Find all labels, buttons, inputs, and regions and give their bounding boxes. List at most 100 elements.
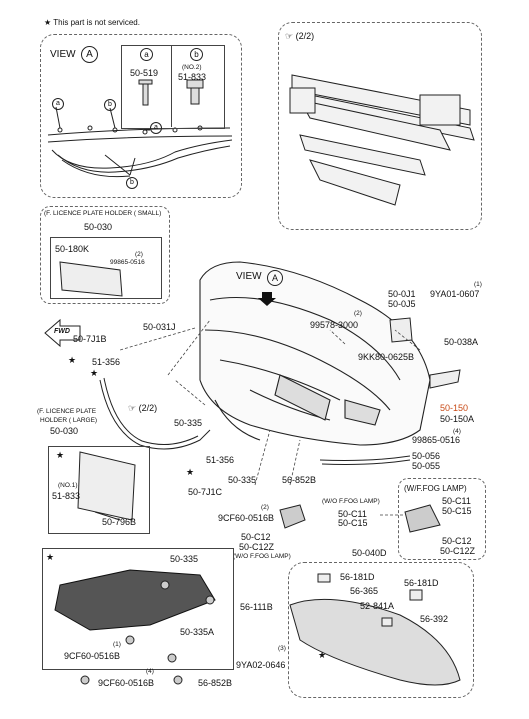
star-icon-356: ★ [90, 368, 99, 378]
plate-large-label-3: 50-030 [50, 426, 79, 436]
under-part-9CF60-b: 9CF60-0516B [98, 678, 155, 688]
part-50-335-b: 50-335 [228, 475, 257, 485]
part-50-055: 50-055 [412, 461, 441, 471]
under-part-56-111B: 56-111B [240, 602, 273, 612]
under-part-9YA02-0646: 9YA02-0646 [236, 660, 286, 670]
spoiler-part-56-392: 56-392 [420, 614, 449, 624]
spoiler-clips [317, 573, 423, 627]
part-99578-qty: (2) [354, 310, 362, 317]
fog-lamp-panel [398, 478, 486, 560]
side-bracket-right-drawing [389, 317, 461, 389]
fastener-col-b: b [190, 48, 203, 61]
part-50-0J5: 50-0J5 [388, 299, 416, 309]
part-50-180K: 50-180K [55, 244, 90, 254]
part-99865-0516: 99865-0516 [412, 435, 461, 445]
view-a-title: VIEW [50, 49, 76, 60]
plate-small-qty: (2) [135, 251, 143, 258]
under-cover-panel [42, 548, 234, 670]
callout-a-2: a [150, 122, 162, 134]
main-ref-22[interactable]: ☞ (2/2) [128, 403, 158, 413]
not-serviced-note: ★ This part is not serviced. [44, 18, 140, 27]
plate-large-label-2: HOLDER ( LARGE) [40, 417, 98, 424]
fwd-label: FWD [54, 328, 70, 335]
part-99865-qty: (4) [453, 428, 461, 435]
part-51-833: 51-833 [178, 72, 207, 82]
part-9CF60-qty: (2) [261, 504, 269, 511]
under-part-50-335: 50-335 [170, 554, 199, 564]
part-50-038A: 50-038A [444, 337, 479, 347]
callout-b-2: b [126, 177, 138, 189]
part-50-150: 50-150 [440, 403, 469, 413]
part-51-356-b: 51-356 [206, 455, 235, 465]
part-50-796B: 50-796B [102, 517, 137, 527]
main-view-label: VIEW [236, 271, 262, 282]
under-cover-drawing [54, 569, 216, 631]
plate-small-panel [40, 206, 170, 304]
part-9YA01-0607: 9YA01-0607 [430, 289, 480, 299]
hand-pointer-icon: ☞ [285, 31, 294, 41]
hand-pointer-icon: ☞ [128, 403, 137, 413]
spoiler-part-52-841A: 52-841A [360, 601, 395, 611]
star-icon-356b: ★ [186, 467, 195, 477]
under-qty-1: (1) [113, 641, 121, 648]
star-icon-spoiler: ★ [318, 650, 327, 660]
under-part-9CF60-a: 9CF60-0516B [64, 651, 121, 661]
star-icon-undercover: ★ [46, 552, 55, 562]
star-icon-7j1b: ★ [68, 355, 77, 365]
under-part-50-335A: 50-335A [180, 627, 215, 637]
part-51-833-large: 51-833 [52, 491, 81, 501]
star-icon: ★ [44, 18, 52, 27]
under-qty-3: (3) [278, 645, 286, 652]
callout-a-1: a [52, 98, 64, 110]
reinforcement-panel [278, 22, 482, 230]
part-50-335: 50-335 [174, 418, 203, 428]
fwd-arrow-icon [44, 318, 81, 348]
clip-51-833-icon [186, 79, 204, 105]
reinforcement-drawing [289, 74, 475, 206]
spoiler-assembly-label: 50-040D [352, 548, 387, 558]
main-view-letter: A [267, 270, 283, 286]
fog-part-50-C12: 50-C12 [442, 536, 472, 546]
part-9YA01-qty: (1) [474, 281, 482, 288]
under-cover-fasteners [80, 580, 215, 685]
spoiler-drawing [289, 598, 461, 686]
fastener-table [121, 45, 225, 129]
part-50-7J1C: 50-7J1C [188, 487, 223, 497]
part-9CF60-0516B: 9CF60-0516B [218, 513, 275, 523]
callout-b-1: b [104, 99, 116, 111]
part-50-7J1B: 50-7J1B [73, 334, 107, 344]
star-icon-plate-large: ★ [56, 450, 65, 460]
side-molding-left-drawing [99, 377, 211, 450]
plate-holder-small-drawing [59, 261, 123, 297]
fog-part-50-C11: 50-C11 [442, 496, 471, 506]
fastener-col-a: a [140, 48, 153, 61]
part-56-852B: 56-852B [282, 475, 317, 485]
spoiler-part-56-181D: 56-181D [340, 572, 375, 582]
leader-lines [119, 319, 421, 516]
wo-fog-label: (W/O F.FOG LAMP) [322, 498, 380, 505]
spoiler-part-56-365: 56-365 [350, 586, 379, 596]
part-50-056: 50-056 [412, 451, 441, 461]
clip-50-519-icon [138, 79, 153, 106]
plate-large-no1: (NO.1) [58, 482, 78, 489]
view-a-panel [40, 34, 242, 198]
plate-holder-large-drawing [77, 451, 136, 521]
part-50-150A: 50-150A [440, 414, 475, 424]
spoiler-panel [288, 562, 474, 698]
part-50-C15: 50-C15 [338, 518, 368, 528]
plate-large-label-1: (F. LICENCE PLATE [37, 408, 97, 415]
wo-fog-label-2: (W/O F.FOG LAMP) [233, 553, 291, 560]
part-50-031J: 50-031J [143, 322, 176, 332]
spoiler-part-56-181D-b: 56-181D [404, 578, 439, 588]
under-qty-4: (4) [146, 668, 154, 675]
part-50-C12Z: 50-C12Z [239, 542, 275, 552]
plate-large-panel [48, 446, 150, 534]
reinforcement-ref[interactable]: ☞ (2/2) [285, 31, 315, 41]
part-50-519: 50-519 [130, 68, 159, 78]
part-51-356-a: 51-356 [92, 357, 121, 367]
front-bumper-drawing [199, 261, 431, 446]
plate-small-inner-box [50, 237, 162, 299]
plate-small-title: (F. LICENCE PLATE HOLDER ( SMALL) [44, 210, 162, 217]
part-50-C11: 50-C11 [338, 509, 367, 519]
part-50-0J1: 50-0J1 [388, 289, 416, 299]
